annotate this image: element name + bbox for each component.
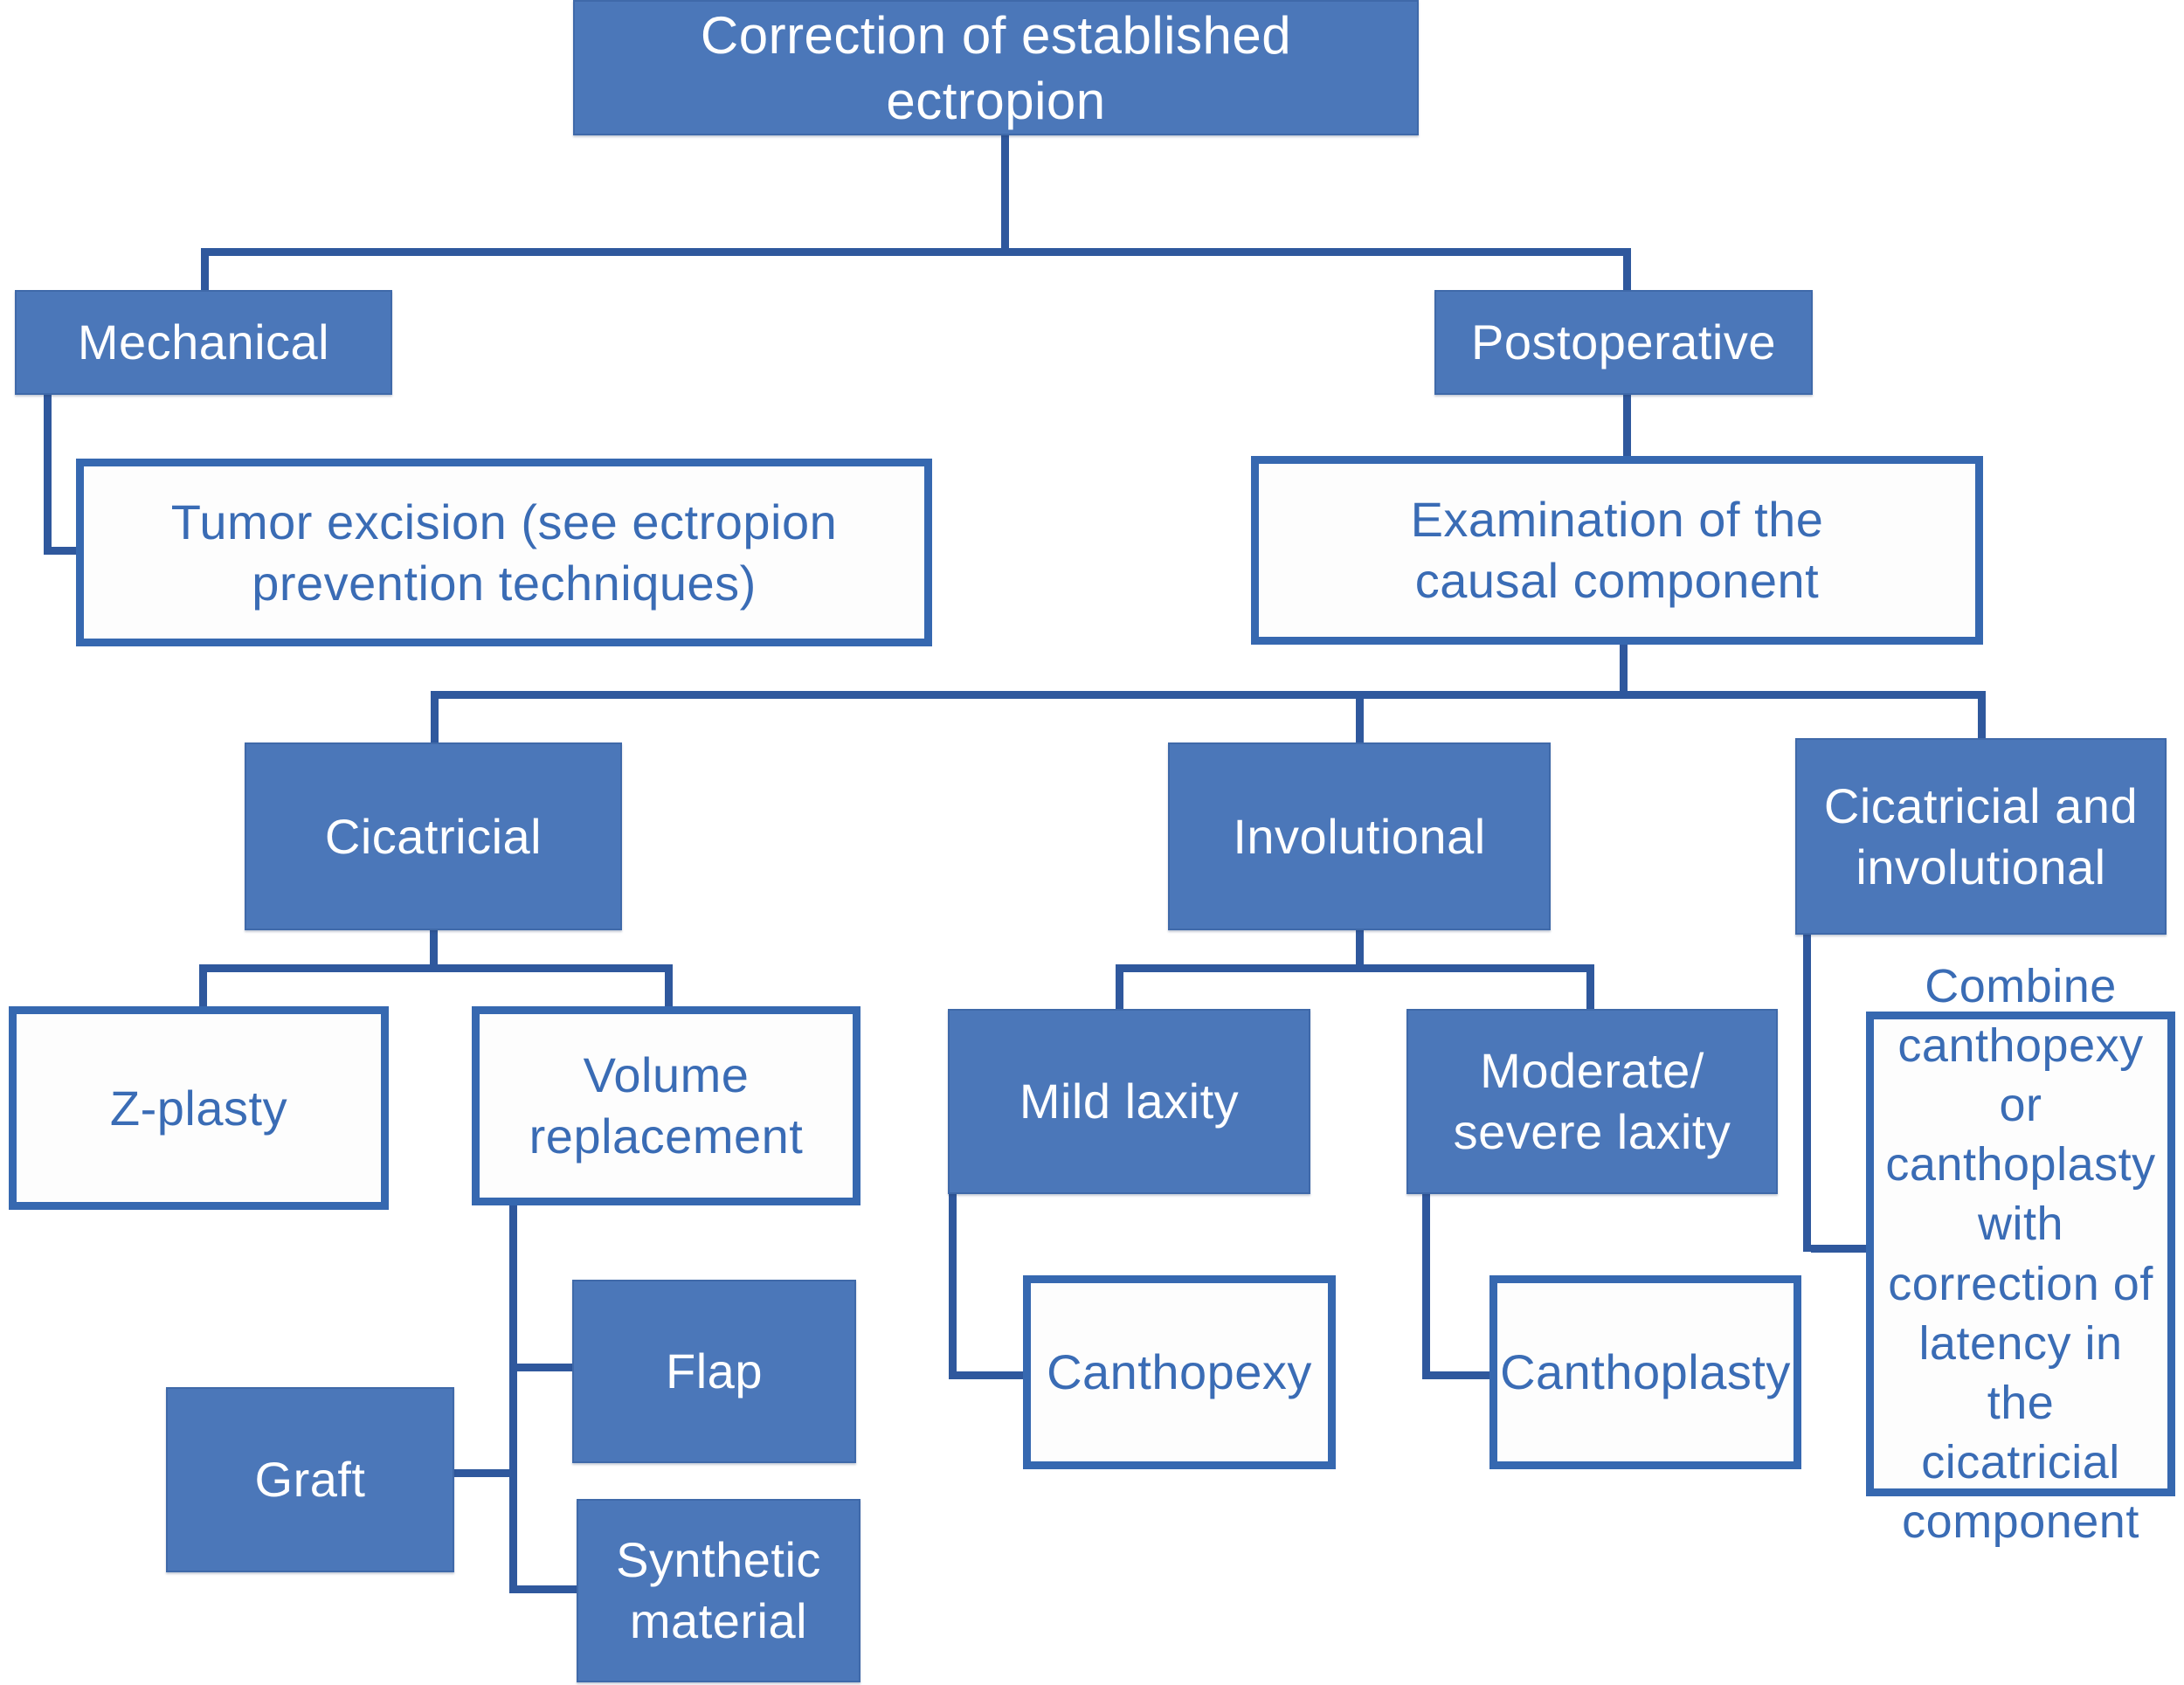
connector-involutional-stem [1356,930,1364,972]
node-label: Correction of established ectropion [700,5,1292,130]
connector-to-canthoplasty [1430,1371,1489,1379]
connector-involutional-rail [1116,964,1594,972]
connector-to-synthetic-material [517,1585,577,1593]
connector-to-cicatricial [431,691,439,742]
node-moderate-severe-laxity: Moderate/ severe laxity [1406,1009,1778,1194]
node-label: Examination of the causal component [1410,492,1824,608]
node-z-plasty: Z-plasty [9,1006,389,1210]
node-label: Synthetic material [616,1532,821,1648]
node-label: Volume replacement [529,1047,804,1164]
node-label: Cicatricial and involutional [1823,777,2139,894]
node-mild-laxity: Mild laxity [948,1009,1310,1194]
node-examination-of-causal-component: Examination of the causal component [1251,456,1983,645]
connector-mechanical-down [44,395,52,555]
node-mechanical: Mechanical [15,290,392,395]
connector-postoperative-to-examination [1623,395,1631,456]
connector-to-cicatricial-and-involutional [1978,691,1986,738]
node-label: Mild laxity [1019,1074,1240,1129]
connector-volume-trunk [509,1205,517,1593]
node-label: Graft [254,1452,366,1507]
node-combine-canthopexy-or-canthoplasty: Combine canthopexy or canthoplasty with … [1866,960,2175,1548]
node-label: Involutional [1233,808,1486,864]
node-label: Cicatricial [324,808,543,864]
connector-to-involutional [1356,691,1364,742]
connector-cicatricial-stem [430,930,438,972]
connector-moderate-down [1422,1194,1430,1379]
connector-root-stem [1001,135,1009,255]
node-volume-replacement: Volume replacement [472,1006,860,1205]
connector-cicatricial-rail [199,964,673,972]
node-synthetic-material: Synthetic material [577,1499,860,1682]
node-cicatricial: Cicatricial [245,742,622,930]
connector-to-mechanical [201,248,209,290]
connector-to-moderate-severe-laxity [1586,964,1594,1009]
connector-level2-rail [431,691,1986,699]
connector-to-postoperative [1623,248,1631,290]
node-flap: Flap [572,1280,856,1463]
node-label: Mechanical [77,314,330,369]
node-correction-of-established-ectropion: Correction of established ectropion [573,0,1419,135]
connector-to-canthopexy [957,1371,1023,1379]
node-involutional: Involutional [1168,742,1551,930]
node-graft: Graft [166,1387,454,1572]
connector-to-z-plasty [199,964,207,1006]
node-label: Moderate/ severe laxity [1453,1043,1731,1159]
connector-to-flap [517,1364,572,1371]
connector-to-volume-replacement [665,964,673,1006]
node-tumor-excision: Tumor excision (see ectropion prevention… [76,459,932,646]
node-label: Flap [666,1343,763,1398]
node-canthoplasty: Canthoplasty [1489,1275,1801,1469]
node-canthopexy: Canthopexy [1023,1275,1336,1469]
node-label: Postoperative [1471,314,1776,369]
connector-mild-laxity-down [949,1194,957,1379]
node-postoperative: Postoperative [1434,290,1813,395]
node-label: Canthopexy [1047,1344,1312,1399]
node-cicatricial-and-involutional: Cicatricial and involutional [1795,738,2167,935]
connector-level1-rail [201,248,1631,256]
connector-to-graft [454,1469,509,1477]
node-label: Canthoplasty [1500,1344,1791,1399]
node-label: Z-plasty [109,1080,288,1136]
node-label: Tumor excision (see ectropion prevention… [170,494,838,611]
connector-to-mild-laxity [1116,964,1123,1009]
connector-to-tumor-excision [44,547,76,555]
connector-to-combine [1811,1245,1866,1253]
node-label: Combine canthopexy or canthoplasty with … [1885,960,2156,1548]
connector-examination-stem [1620,645,1628,694]
connector-cicinv-down [1803,935,1811,1252]
